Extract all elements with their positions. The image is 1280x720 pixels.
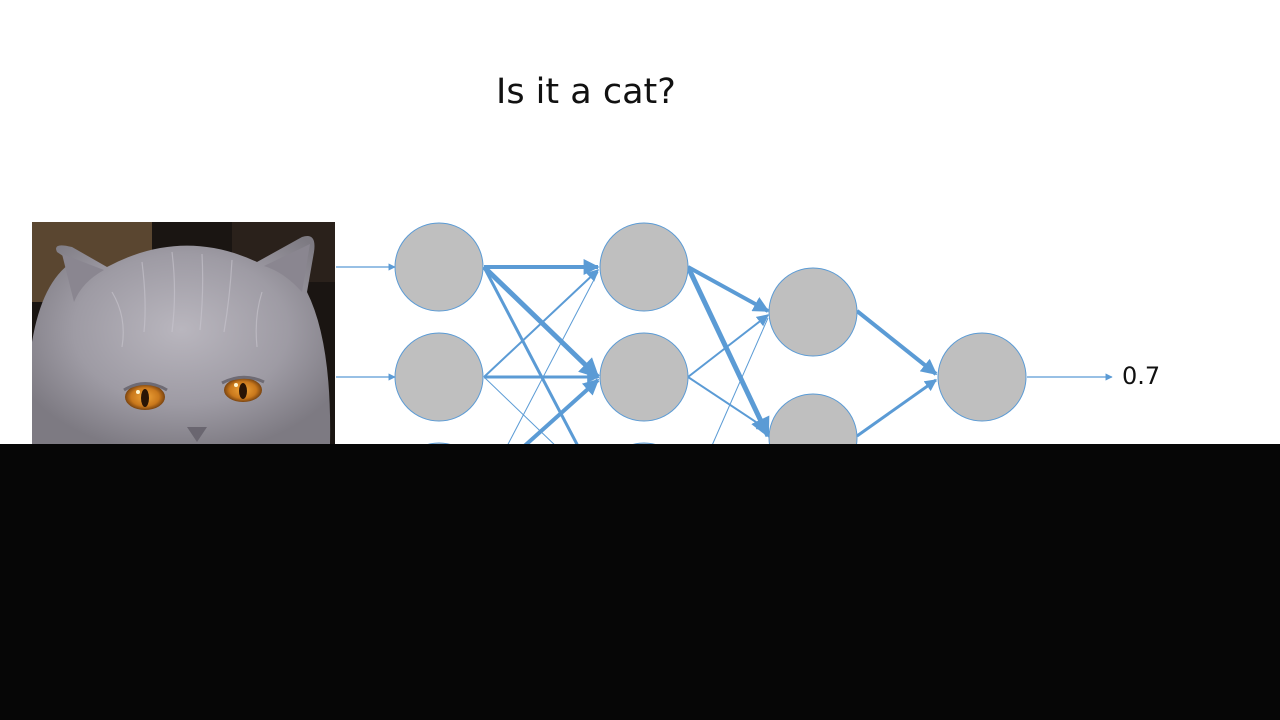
edge [687,376,770,431]
edge [855,309,938,376]
edge [482,266,582,451]
edge [482,265,600,379]
neuron-node [394,222,484,312]
cat-photo [32,222,335,444]
edge [709,317,769,451]
neuron-node [599,332,689,422]
edge [504,271,599,451]
edge [483,269,599,378]
output-value: 0.7 [1122,362,1161,390]
edge [687,265,770,313]
neuron-node [768,267,858,357]
edge [856,378,937,438]
edge [687,314,769,378]
neuron-node [394,332,484,422]
edge [685,265,771,438]
edge [518,378,600,452]
output-node [937,332,1027,422]
cat-illustration [32,222,335,444]
neuron-node [599,222,689,312]
edge [483,376,561,451]
slide-title: Is it a cat? [496,72,676,112]
black-overlay [0,444,1280,720]
